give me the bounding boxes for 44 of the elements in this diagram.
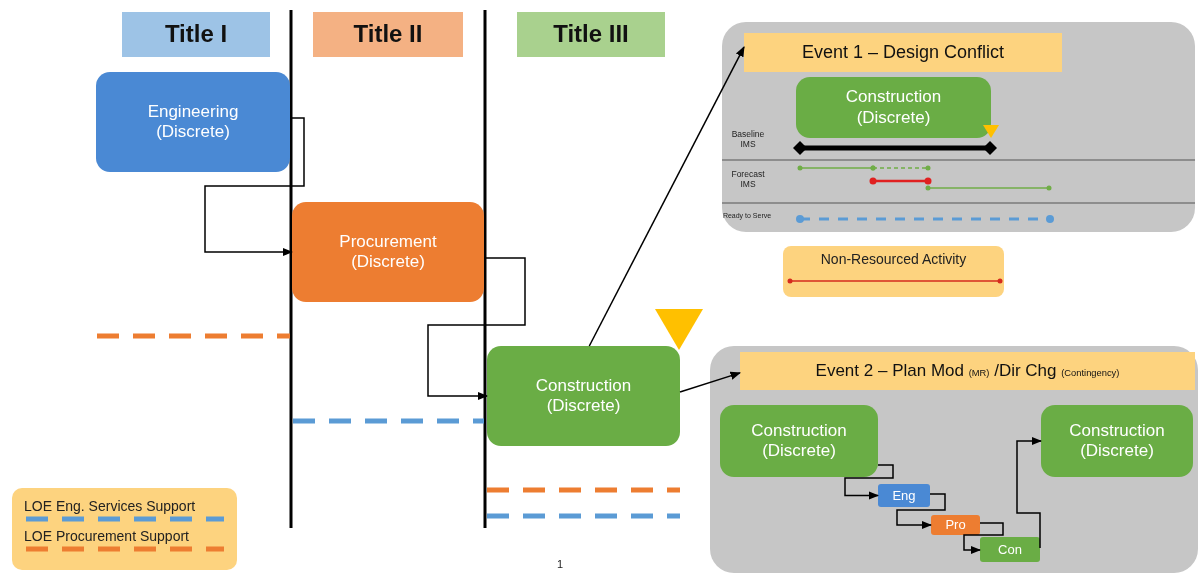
process-box (292, 202, 484, 302)
page-number: 1 (555, 558, 565, 571)
process-box (1041, 405, 1193, 477)
title-box (313, 12, 463, 57)
connector-arrow (204, 117, 305, 257)
row-label: Baseline IMS (730, 130, 766, 150)
connector-arrow (588, 46, 745, 347)
connector-arrow (427, 257, 526, 401)
node-label: Construction (Discrete) (534, 375, 633, 417)
process-box (796, 77, 991, 138)
event-title: Event 1 – Design Conflict (800, 41, 1006, 64)
node-label: Con (997, 541, 1023, 558)
event-header (740, 352, 1195, 390)
column-title: Title III (552, 20, 630, 49)
column-title: Title I (163, 20, 229, 49)
title-box (517, 12, 665, 57)
event-panel (722, 22, 1195, 232)
task-box (931, 515, 980, 535)
node-label: Engineering (Discrete) (146, 101, 240, 143)
process-box (487, 346, 680, 446)
legend-label: LOE Eng. Services Support (24, 498, 197, 514)
event-header (744, 33, 1062, 72)
column-title: Title II (352, 20, 424, 49)
connector-arrow (1016, 436, 1043, 549)
process-box (96, 72, 290, 172)
connector-arrow (896, 493, 946, 530)
event-panel (710, 346, 1198, 573)
node-label: Eng (891, 487, 917, 504)
node-label: Construction (Discrete) (844, 87, 943, 128)
note-box (783, 246, 1004, 297)
node-label: Construction (Discrete) (1068, 420, 1166, 462)
process-box (720, 405, 878, 477)
row-label: Forecast IMS (730, 170, 766, 190)
legend-label: LOE Procurement Support (24, 528, 190, 544)
connector-arrow (844, 464, 894, 500)
node-label: Procurement (Discrete) (338, 231, 438, 273)
task-box (980, 537, 1040, 562)
node-label: Non-Resourced Activity (819, 251, 968, 268)
title-box (122, 12, 270, 57)
task-box (878, 484, 930, 507)
node-label: Pro (944, 517, 967, 533)
node-label: Construction (Discrete) (750, 420, 848, 462)
connector-arrow (679, 371, 741, 393)
connector-arrow (963, 522, 1004, 555)
